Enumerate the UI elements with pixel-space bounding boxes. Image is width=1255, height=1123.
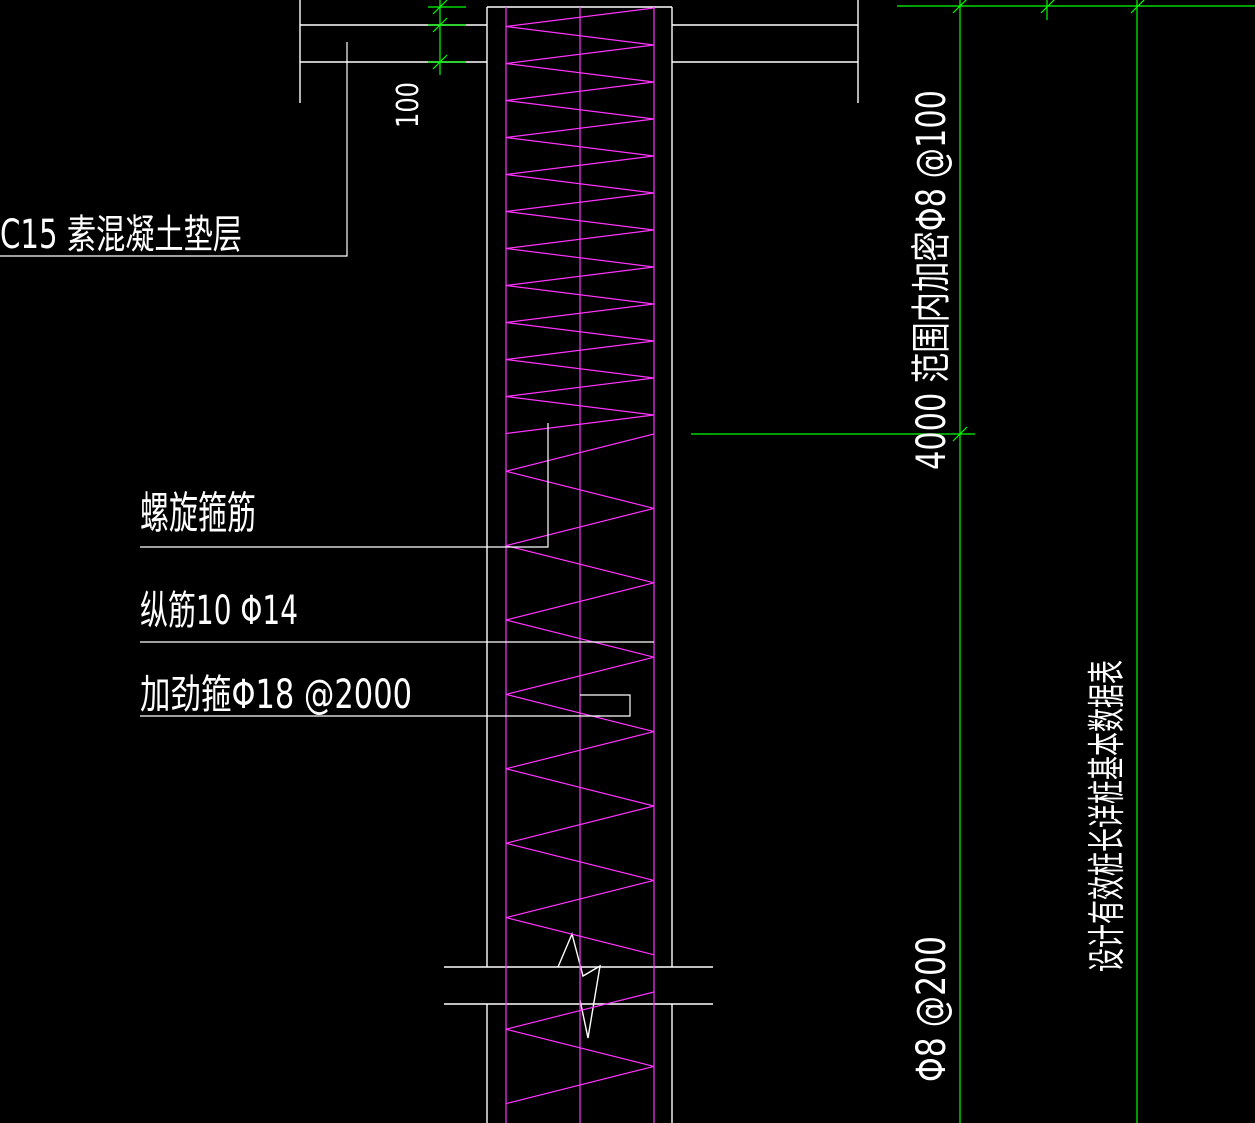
longitudinal-bar-label: 纵筋10 Φ14 bbox=[140, 588, 298, 634]
pile-cap-outline bbox=[299, 0, 859, 103]
stiffener-ring-label: 加劲箍Φ18 @2000 bbox=[140, 672, 412, 718]
break-line bbox=[444, 931, 713, 1039]
leader-lines bbox=[0, 42, 654, 717]
spiral-stirrup-normal bbox=[505, 433, 655, 956]
spiral-stirrup-label: 螺旋箍筋 bbox=[140, 488, 256, 539]
rebar-cage bbox=[505, 7, 655, 1123]
normal-zone-label: Φ8 @200 bbox=[909, 936, 955, 1082]
cushion-label: C15 素混凝土垫层 bbox=[0, 212, 242, 258]
spiral-leader-hook bbox=[508, 423, 549, 548]
stiffener-hook bbox=[580, 694, 631, 717]
dimension-100-label: 100 bbox=[391, 82, 426, 128]
pile-length-note: 设计有效桩长详桩基本数据表 bbox=[1085, 660, 1129, 972]
spiral-stirrup-dense bbox=[505, 7, 655, 435]
spiral-stirrup-below-break bbox=[505, 991, 655, 1105]
pile-body-outline bbox=[486, 7, 673, 1123]
dense-zone-label: 4000 范围内加密Φ8 @100 bbox=[909, 90, 955, 470]
cushion-leader bbox=[0, 42, 348, 257]
dimension-lines bbox=[428, 0, 1255, 1123]
